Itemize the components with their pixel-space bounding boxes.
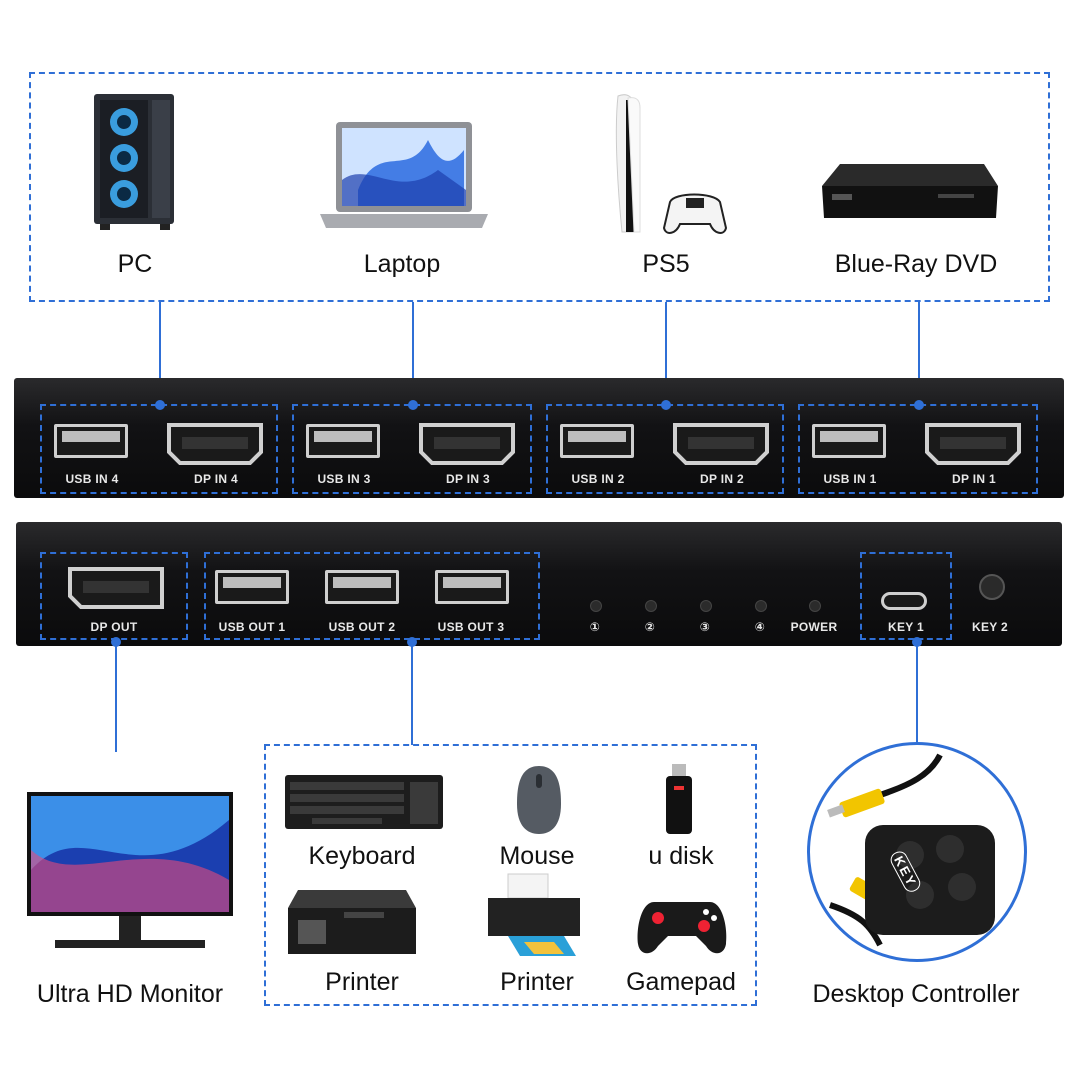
usb-out-2-port[interactable] [325,570,399,604]
controller-icon [827,753,995,947]
connector-peripherals [411,642,413,745]
dp-in-4-port[interactable] [166,422,264,466]
led-1-label: ① [589,620,601,634]
peripheral-label-udisk: u disk [648,842,714,870]
dp-in-4-label: DP IN 4 [194,472,238,486]
usb-in-2-label: USB IN 2 [571,472,625,486]
led-2-label: ② [644,620,656,634]
usb-in-4-port[interactable] [54,424,128,458]
usb-in-4-label: USB IN 4 [65,472,119,486]
dp-in-1-port[interactable] [924,422,1022,466]
usb-disk-icon [666,764,692,834]
led-1 [590,600,602,612]
connector-laptop [412,302,414,406]
laptop-icon [320,122,488,228]
connector-dot-input-1 [914,400,924,410]
dp-in-1-label: DP IN 1 [952,472,996,486]
gamepad-icon [637,902,727,954]
sources-box [29,72,1050,302]
usb-out-3-port[interactable] [435,570,509,604]
usb-out-1-port[interactable] [215,570,289,604]
connector-dot-input-3 [408,400,418,410]
usb-in-2-port[interactable] [560,424,634,458]
keyboard-icon [285,775,443,829]
peripheral-label-keyboard: Keyboard [308,842,416,870]
source-label-laptop: Laptop [363,250,441,278]
led-4 [755,600,767,612]
led-power [809,600,821,612]
source-label-pc: PC [117,250,153,278]
led-4-label: ④ [754,620,766,634]
controller-label: Desktop Controller [812,980,1020,1008]
led-3-label: ③ [699,620,711,634]
dp-in-3-port[interactable] [418,422,516,466]
printer-photo-icon [488,873,580,956]
usb-out-3-label: USB OUT 3 [437,620,505,634]
usb-in-3-label: USB IN 3 [317,472,371,486]
connector-pc [159,302,161,406]
pc-tower-icon [94,94,174,230]
peripheral-label-gamepad: Gamepad [626,968,736,996]
peripheral-label-printer-2: Printer [500,968,574,996]
usb-out-2-label: USB OUT 2 [328,620,396,634]
key1-box [860,552,952,640]
controller-circle: KEY [807,742,1027,962]
usb-in-3-port[interactable] [306,424,380,458]
usb-out-box [204,552,540,640]
connector-dot-input-2 [661,400,671,410]
connector-bluray [918,302,920,406]
usb-in-1-label: USB IN 1 [823,472,877,486]
dp-out-port[interactable] [67,566,165,610]
mouse-icon [517,766,561,834]
dp-in-2-port[interactable] [672,422,770,466]
peripheral-label-mouse: Mouse [499,842,575,870]
led-3 [700,600,712,612]
dp-out-label: DP OUT [90,620,138,634]
bluray-player-icon [822,164,998,218]
key1-label: KEY 1 [888,620,924,634]
source-label-bluray: Blue-Ray DVD [834,250,998,278]
connector-ps5 [665,302,667,406]
monitor-icon [27,792,233,948]
usb-out-1-label: USB OUT 1 [218,620,286,634]
dp-in-3-label: DP IN 3 [446,472,490,486]
monitor-label: Ultra HD Monitor [36,980,224,1008]
source-label-ps5: PS5 [642,250,690,278]
connector-controller [916,642,918,742]
key2-button[interactable] [979,574,1005,600]
connector-monitor [115,642,117,752]
led-2 [645,600,657,612]
dp-in-2-label: DP IN 2 [700,472,744,486]
key2-label: KEY 2 [972,620,1008,634]
power-label: POWER [790,620,838,634]
peripheral-label-printer-1: Printer [325,968,399,996]
key1-port[interactable] [881,592,927,610]
usb-in-1-port[interactable] [812,424,886,458]
connector-dot-input-4 [155,400,165,410]
printer-icon [288,890,416,954]
ps5-console-icon [615,94,728,234]
peripherals-box [264,744,757,1006]
